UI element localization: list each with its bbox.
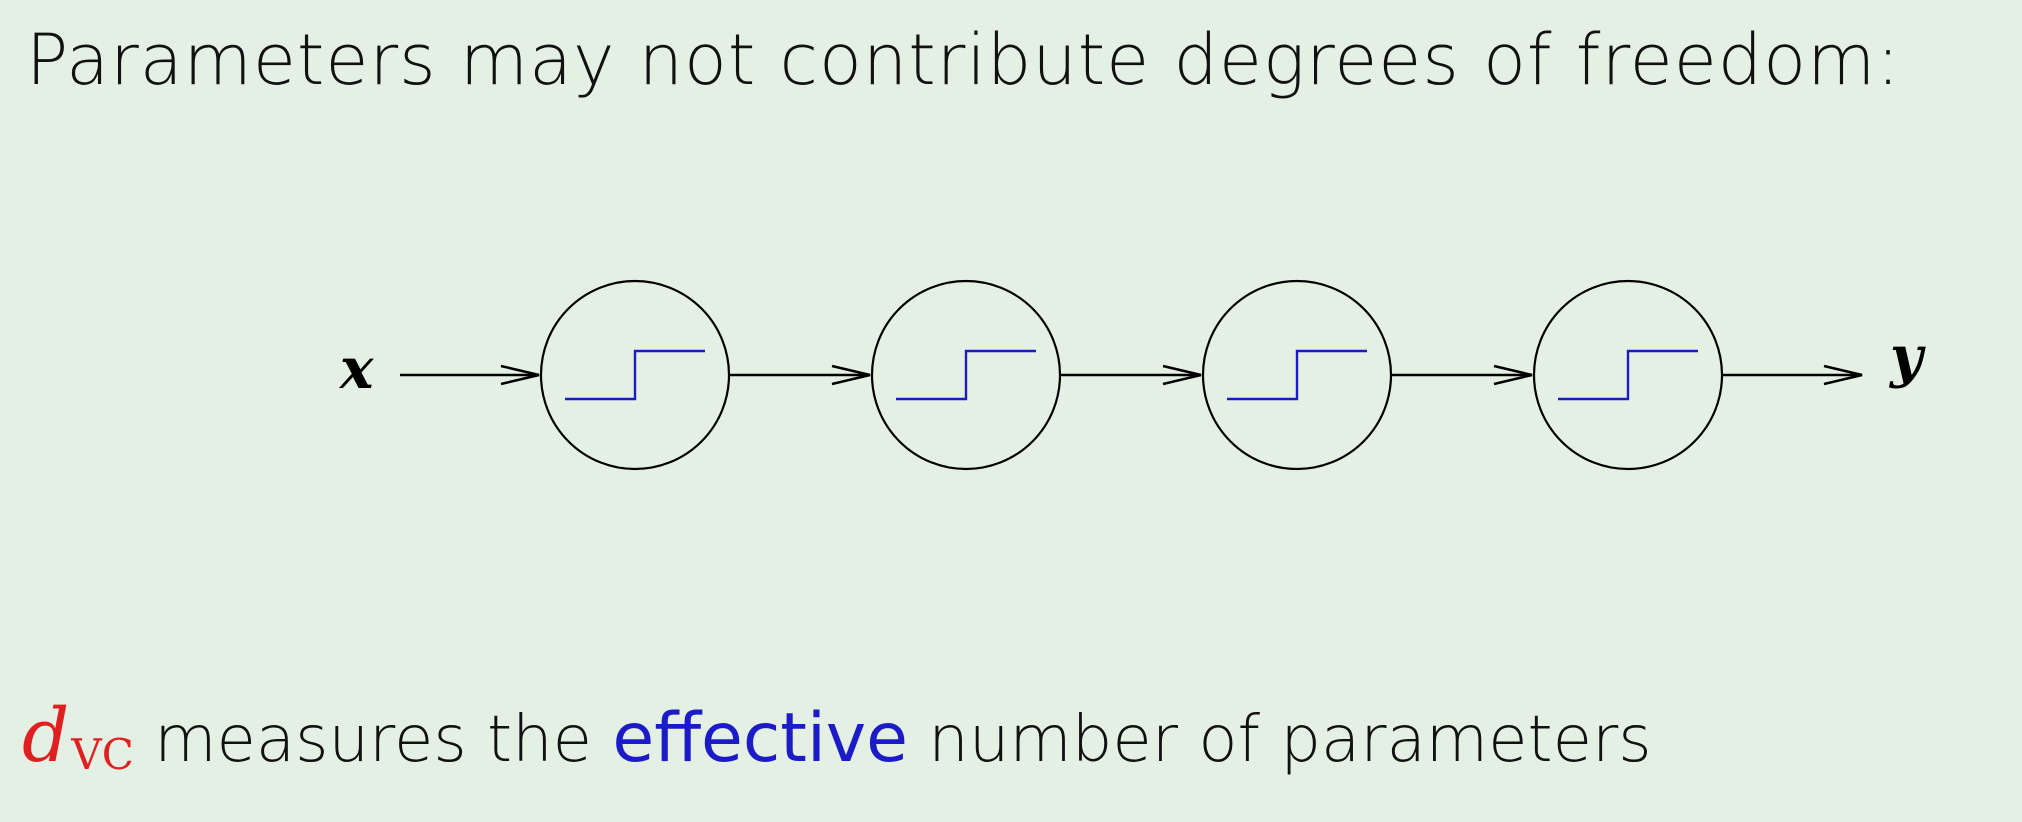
dvc-symbol: dVC (22, 693, 134, 779)
arrow-output-head (1823, 364, 1863, 386)
arrow-3-head (1493, 364, 1533, 386)
step-function-2 (896, 349, 1036, 401)
input-label-x: x (339, 336, 374, 402)
unit-chain (400, 279, 1863, 471)
footer-statement: dVC measures the effective number of par… (22, 692, 1652, 781)
step-function-3 (1227, 349, 1367, 401)
arrow-0-head (500, 364, 540, 386)
footer-text-before: measures the (133, 703, 613, 777)
effective-highlight: effective (612, 699, 908, 778)
slide-title: Parameters may not contribute degrees of… (26, 19, 1901, 101)
output-label-y: y (1888, 324, 1926, 390)
arrow-2-head (1162, 364, 1202, 386)
arrow-1-head (831, 364, 871, 386)
footer-text-after: number of parameters (907, 703, 1652, 777)
step-function-1 (565, 349, 705, 401)
step-function-4 (1558, 349, 1698, 401)
